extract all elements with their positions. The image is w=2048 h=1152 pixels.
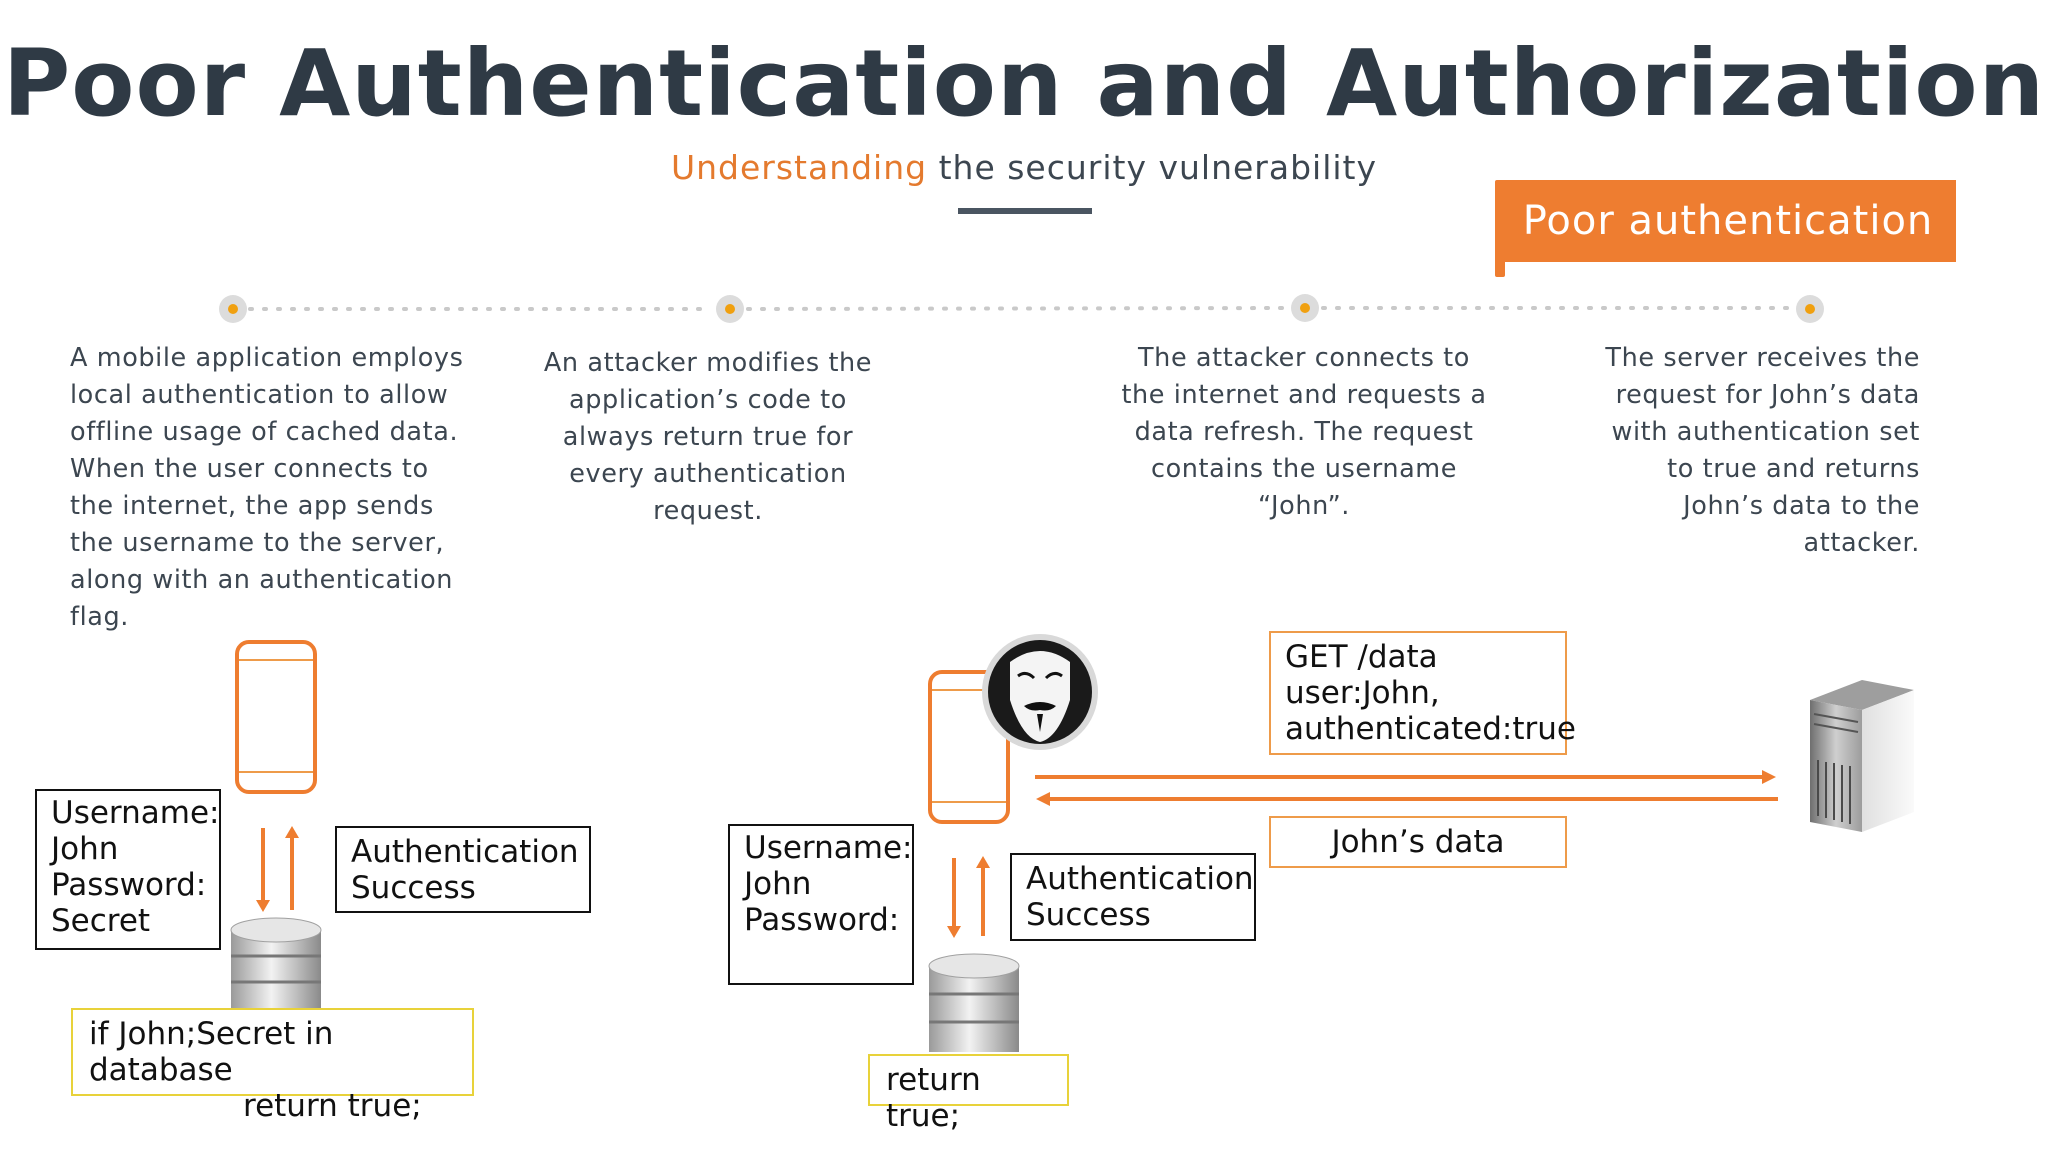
timeline-dot-icon bbox=[716, 295, 744, 323]
credentials-line: John bbox=[51, 831, 119, 867]
timeline bbox=[219, 294, 1824, 323]
exchange-arrows bbox=[947, 856, 990, 938]
auth-result-line: Success bbox=[1026, 897, 1151, 933]
timeline-dot-icon bbox=[1796, 295, 1824, 323]
request-line: GET /data bbox=[1285, 639, 1438, 675]
step-2-text: An attacker modifies the application’s c… bbox=[543, 348, 873, 526]
request-line: user:John, bbox=[1285, 675, 1440, 711]
code-line: return true; bbox=[243, 1088, 422, 1124]
auth-result-line: Authentication bbox=[351, 834, 579, 870]
database-code-box: if John;Secret in database return true; bbox=[71, 1008, 474, 1124]
response-line: John’s data bbox=[1331, 824, 1505, 860]
credentials-line: Password: bbox=[744, 902, 900, 938]
subtitle-accent: Understanding bbox=[670, 148, 928, 187]
timeline-dot-icon bbox=[1291, 294, 1319, 322]
auth-result-box: Authentication Success bbox=[335, 826, 591, 913]
code-line: if John;Secret in database bbox=[89, 1016, 334, 1088]
phone-icon bbox=[235, 640, 317, 794]
subtitle-rest: the security vulnerability bbox=[927, 148, 1378, 187]
request-box: GET /data user:John, authenticated:true bbox=[1269, 631, 1576, 755]
database-icon bbox=[928, 953, 1020, 1052]
step-1-text: A mobile application employs local authe… bbox=[70, 343, 464, 632]
category-tag: Poor authentication bbox=[1500, 180, 1956, 262]
credentials-line: Username: bbox=[51, 795, 220, 831]
response-box: John’s data bbox=[1269, 816, 1567, 868]
page-title: Poor Authentication and Authorization bbox=[2, 30, 2046, 137]
database-icon bbox=[230, 917, 322, 1008]
exchange-arrows bbox=[256, 826, 299, 912]
auth-result-line: Success bbox=[351, 870, 476, 906]
page-subtitle: Understanding the security vulnerability bbox=[0, 148, 2048, 187]
credentials-line: Secret bbox=[51, 903, 151, 939]
code-line: return true; bbox=[886, 1062, 981, 1134]
timeline-dot-icon bbox=[219, 295, 247, 323]
server-icon bbox=[1810, 680, 1914, 832]
credentials-box: Username: John Password: bbox=[728, 824, 914, 985]
credentials-box: Username: John Password: Secret bbox=[35, 789, 221, 950]
database-code-box: return true; bbox=[868, 1054, 1069, 1134]
step-4-text: The server receives the request for John… bbox=[1605, 343, 1920, 558]
hacker-mask-icon bbox=[982, 634, 1098, 750]
credentials-line: Username: bbox=[744, 830, 913, 866]
step-3-text: The attacker connects to the internet an… bbox=[1121, 343, 1487, 521]
auth-result-line: Authentication bbox=[1026, 861, 1254, 897]
credentials-line: Password: bbox=[51, 867, 207, 903]
subtitle-underline bbox=[958, 208, 1092, 214]
credentials-line: John bbox=[744, 866, 812, 902]
request-line: authenticated:true bbox=[1285, 711, 1576, 747]
auth-result-box: Authentication Success bbox=[1010, 853, 1256, 941]
network-arrows bbox=[1035, 770, 1778, 806]
